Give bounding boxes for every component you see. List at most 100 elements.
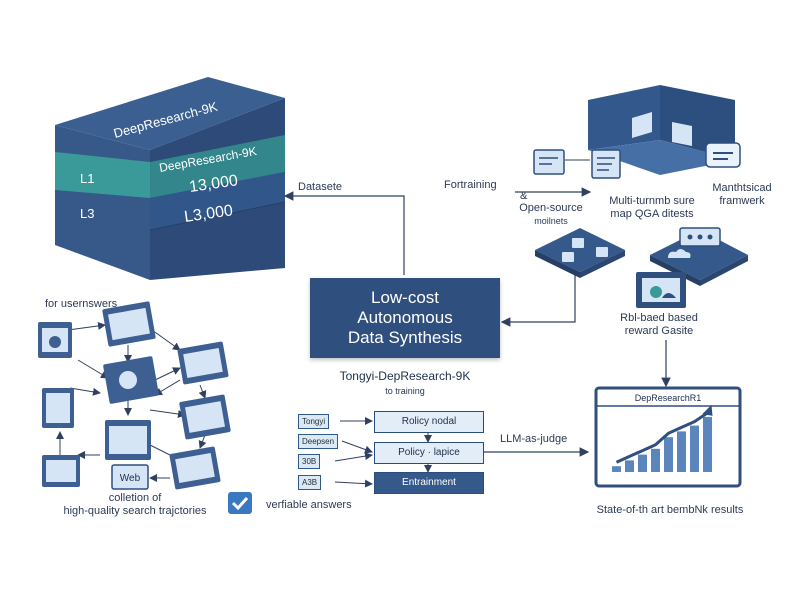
collection-line1: colletion of — [108, 492, 162, 504]
results-bar — [703, 416, 712, 472]
stack-top-face — [55, 77, 285, 150]
amp-label: & — [520, 190, 528, 202]
results-monitor — [594, 386, 742, 488]
arrow-center-to-dataset — [283, 191, 405, 275]
arrow-tag-4 — [334, 479, 373, 488]
net-node — [105, 420, 151, 460]
rubric-line2: reward Gasite — [624, 325, 694, 337]
chat-bubble-icon — [705, 142, 741, 168]
rubric-label: Rbl-baed based reward Gasite — [604, 312, 714, 338]
stack-row2-right — [150, 172, 285, 230]
net-edge — [198, 384, 207, 399]
multi-turn-line2: map QGA ditests — [610, 208, 694, 220]
monitor-title: DepResearchR1 — [634, 393, 702, 403]
results-bar — [651, 448, 660, 472]
net-edge — [149, 409, 186, 418]
net-node — [102, 301, 156, 347]
net-edge — [69, 387, 101, 396]
results-bar — [612, 466, 621, 472]
results-bar — [664, 437, 673, 472]
net-edge — [198, 434, 207, 449]
tag-tongyi: Tongyi — [298, 414, 330, 429]
net-node — [169, 446, 221, 490]
document-icon — [591, 149, 621, 179]
stack-row1-left: L1 — [80, 171, 94, 186]
fortraining-label: Fortraining — [444, 179, 497, 191]
arrow-tag-3 — [334, 452, 373, 462]
document-icon — [533, 149, 565, 175]
open-source-line1: Open-source — [519, 202, 583, 214]
net-node — [42, 388, 74, 428]
rubric-panel — [636, 272, 686, 308]
dataset-label: Datasete — [298, 181, 343, 193]
net-edge — [77, 359, 109, 379]
arrow-tag-2 — [341, 440, 373, 454]
room-floor — [588, 140, 735, 175]
web-node-label: Web — [120, 473, 141, 484]
net-node — [103, 356, 159, 404]
multi-turn-label: Multi-turnmb sure map QGA ditests — [596, 195, 708, 221]
framework-room — [533, 85, 741, 179]
multi-turn-line1: Multi-turnmb sure — [609, 195, 695, 207]
connector-arrows — [283, 187, 671, 488]
net-node — [38, 322, 72, 358]
open-source-line2: moilnets — [534, 216, 568, 226]
trend-line — [615, 411, 709, 464]
flow-node-icon — [562, 252, 574, 262]
net-edge — [154, 379, 181, 396]
policy-model-box: Rolicy nodal — [374, 411, 484, 433]
results-bar — [638, 454, 647, 472]
center-line2: Autonomous — [357, 308, 453, 327]
for-answers-label: for usernswers — [45, 298, 118, 310]
collection-line2: high-quality search trajctories — [63, 505, 207, 517]
flow-node-icon — [596, 247, 608, 257]
rubric-dot-icon — [650, 286, 662, 298]
flow-node-icon — [572, 238, 584, 248]
net-node — [177, 341, 229, 385]
model-tiles — [535, 227, 748, 308]
center-line3: Data Synthesis — [347, 328, 463, 347]
reward-tile — [650, 227, 748, 286]
trend-arrowhead — [702, 404, 713, 416]
stack-separator — [149, 201, 286, 231]
room-card — [672, 122, 692, 146]
results-bar — [625, 460, 634, 472]
room-card — [632, 112, 652, 138]
trajectory-network: Web — [38, 301, 231, 490]
tongyi-subtitle: to training — [385, 386, 425, 396]
verifiable-label: verfiable answers — [266, 499, 352, 511]
tag-30b: 30B — [298, 454, 321, 469]
open-source-label: Open-source moilnets — [514, 202, 588, 228]
results-bar — [677, 431, 686, 472]
state-of-art-label: State-of-th art bembNk results — [596, 504, 744, 516]
stack-row2-right: L3,000 — [183, 202, 234, 226]
dataset-stack: DeepResearch-9K DeepResearch-9K L1 13,00… — [55, 77, 286, 280]
cloud-icon — [668, 249, 691, 258]
net-node — [42, 455, 80, 487]
net-edge — [151, 329, 181, 351]
results-bar — [690, 425, 699, 472]
stack-row1-right: 13,000 — [188, 172, 239, 196]
math-line2: framwerk — [719, 195, 765, 207]
stack-row2-left: L3 — [80, 206, 94, 221]
stack-band-right — [150, 135, 285, 198]
stack-left-face — [55, 125, 150, 280]
net-edge — [67, 321, 106, 331]
tag-a3b: A3B — [298, 475, 322, 490]
verifiable-check-icon — [228, 492, 252, 514]
rubric-line1: Rbl-baed based — [620, 312, 698, 324]
net-node — [179, 394, 231, 440]
arrow-models-to-center — [500, 270, 576, 327]
results-bars — [612, 416, 712, 472]
math-line1: Manthtsicad — [712, 182, 772, 194]
flow-tile — [535, 228, 625, 278]
tag-deepsen: Deepsen — [298, 434, 339, 449]
stack-band-front — [55, 152, 150, 198]
web-node: Web — [111, 464, 149, 490]
llm-judge-label: LLM-as-judge — [500, 433, 568, 445]
tongyi-title: Tongyi-DepResearch-9K — [339, 369, 471, 383]
center-line1: Low-cost — [370, 288, 440, 307]
net-edge — [154, 367, 181, 381]
policy-box: Policy · lapice — [374, 442, 484, 464]
